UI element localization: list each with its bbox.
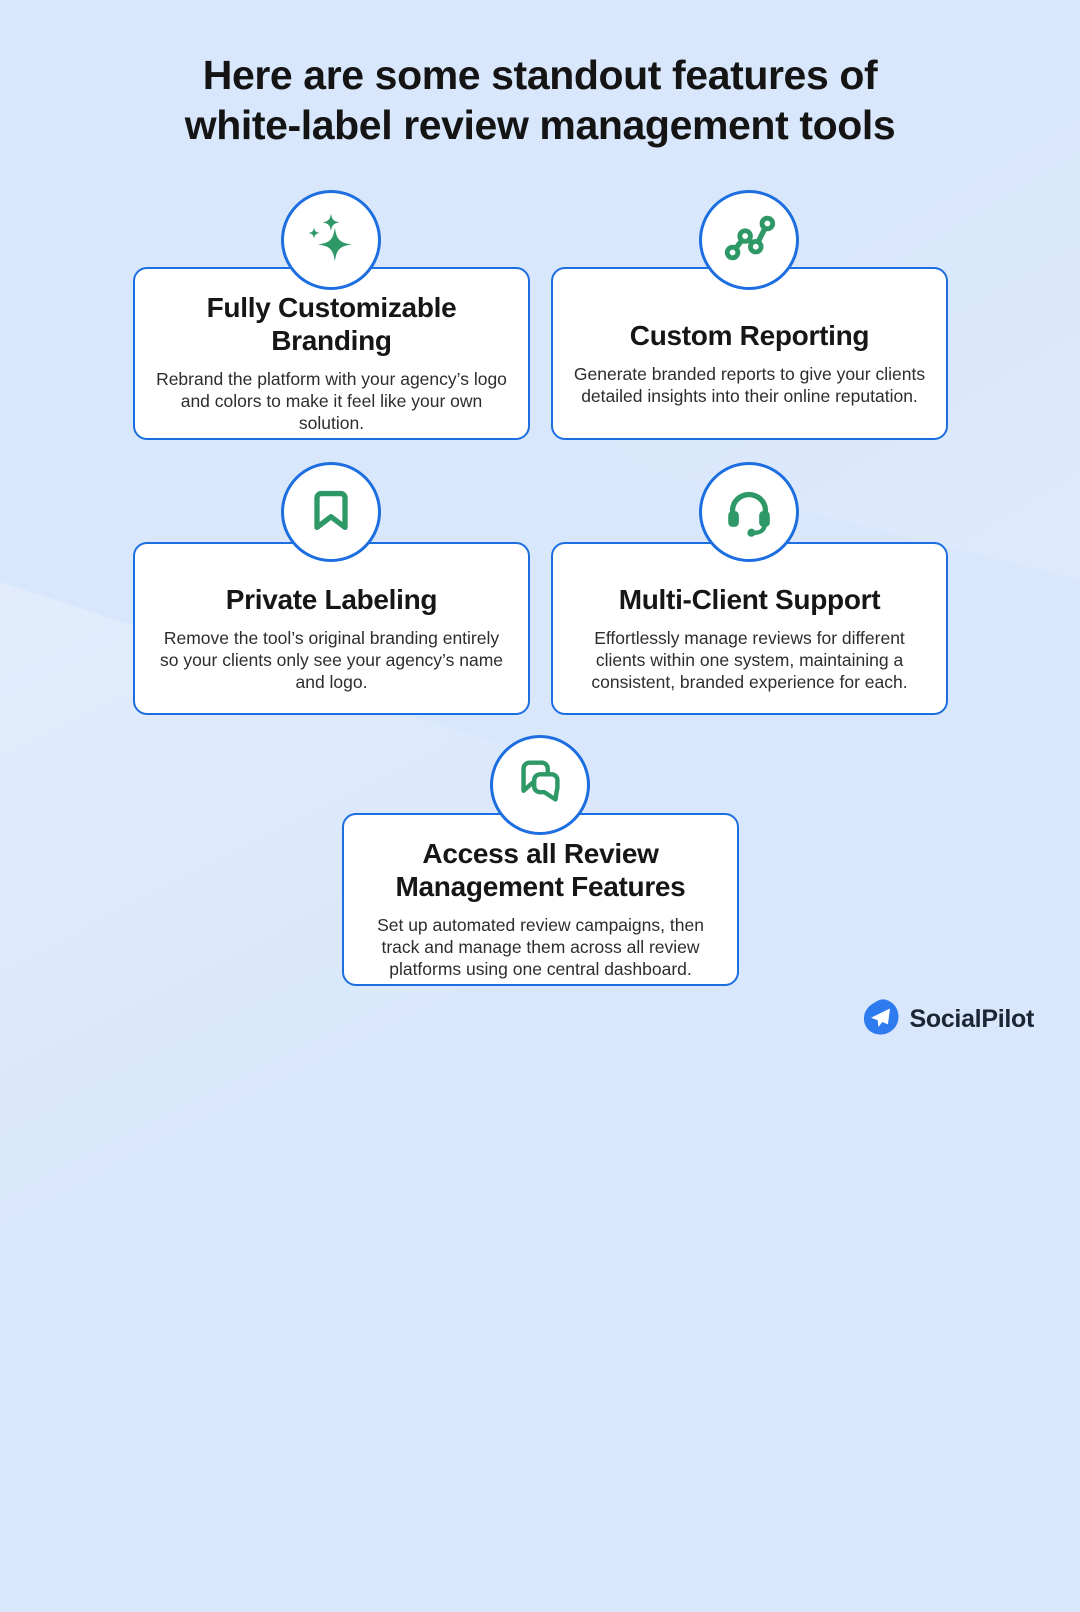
chat-bubbles-icon xyxy=(511,754,569,817)
card-description: Generate branded reports to give your cl… xyxy=(573,363,926,406)
line-chart-icon xyxy=(720,209,778,272)
page-title: Here are some standout features of white… xyxy=(0,50,1080,150)
card-access-all-review-management-features: Access all Review Management Features Se… xyxy=(342,813,739,986)
card-custom-reporting: Custom Reporting Generate branded report… xyxy=(551,267,948,440)
card-title: Custom Reporting xyxy=(629,319,870,351)
card-private-labeling: Private Labeling Remove the tool’s origi… xyxy=(133,542,530,715)
page-title-line2: white-label review management tools xyxy=(184,102,896,148)
brand-logo: SocialPilot xyxy=(862,998,1034,1041)
card-title: Fully Customizable Branding xyxy=(206,292,457,356)
chat-bubbles-icon-circle xyxy=(490,735,590,835)
card-title: Access all Review Management Features xyxy=(395,838,686,902)
sparkles-icon-circle xyxy=(281,190,381,290)
page-title-line1: Here are some standout features of xyxy=(202,52,878,98)
card-multi-client-support: Multi-Client Support Effortlessly manage… xyxy=(551,542,948,715)
headset-icon xyxy=(720,481,778,544)
card-title: Private Labeling xyxy=(225,583,438,615)
line-chart-icon-circle xyxy=(699,190,799,290)
card-description: Rebrand the platform with your agency’s … xyxy=(156,369,507,433)
bookmark-icon-circle xyxy=(281,462,381,562)
brand-name: SocialPilot xyxy=(909,1005,1034,1033)
card-description: Remove the tool’s original branding enti… xyxy=(159,627,504,692)
sparkles-icon xyxy=(302,209,360,272)
card-title: Multi-Client Support xyxy=(618,583,881,615)
card-description: Set up automated review campaigns, then … xyxy=(377,915,704,979)
headset-icon-circle xyxy=(699,462,799,562)
bookmark-icon xyxy=(302,481,360,544)
card-description: Effortlessly manage reviews for differen… xyxy=(591,627,908,692)
socialpilot-paper-plane-icon xyxy=(862,998,900,1041)
card-fully-customizable-branding: Fully Customizable Branding Rebrand the … xyxy=(133,267,530,440)
